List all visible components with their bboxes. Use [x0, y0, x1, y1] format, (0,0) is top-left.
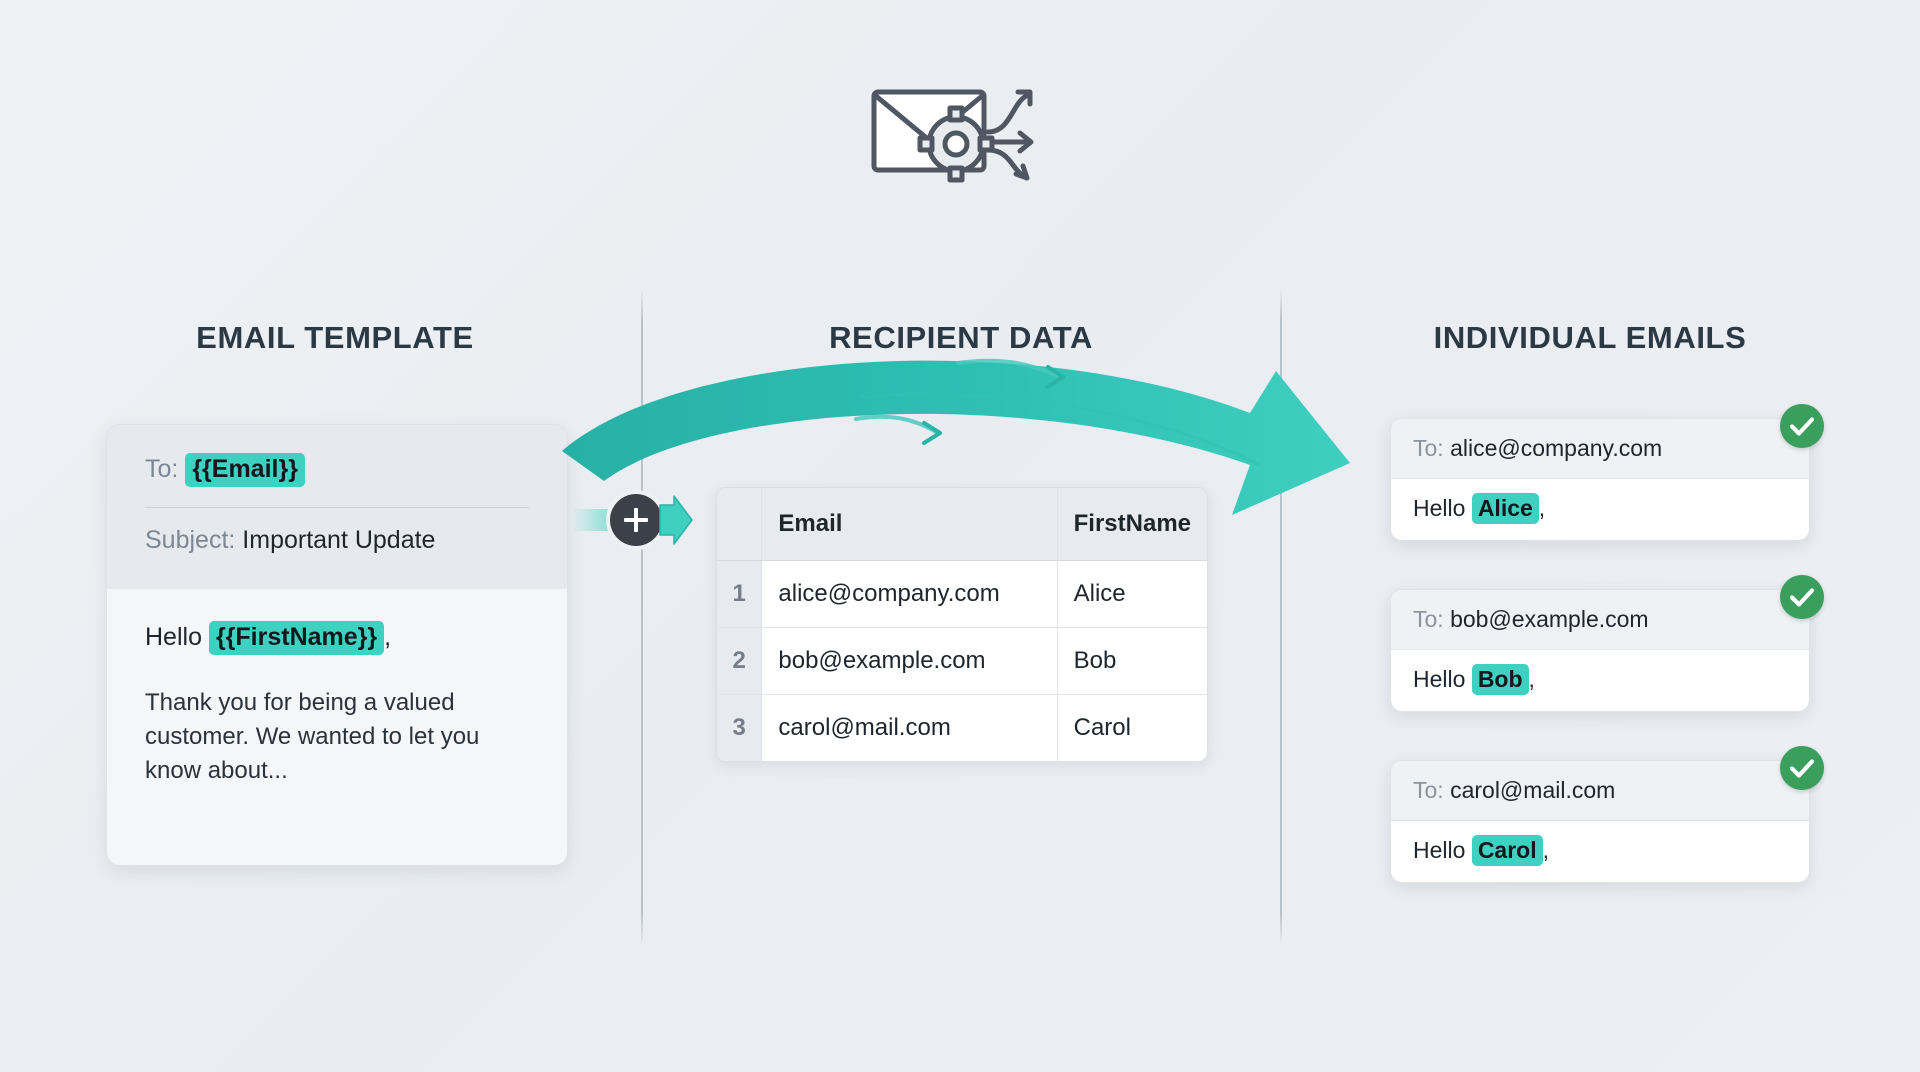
email-greeting-row: Hello Bob,: [1391, 650, 1809, 711]
email-greeting-prefix: Hello: [1413, 837, 1466, 863]
sent-check-icon: [1780, 746, 1824, 790]
email-to-row: To: bob@example.com: [1391, 590, 1809, 650]
email-greeting-row: Hello Carol,: [1391, 821, 1809, 882]
page-title-recipient-data: RECIPIENT DATA: [829, 320, 1093, 355]
row-number: 2: [717, 627, 763, 695]
column-divider-right: [1280, 288, 1282, 946]
cell-email: alice@company.com: [761, 560, 1058, 628]
email-greeting-name: Bob: [1471, 664, 1529, 695]
cell-email: bob@example.com: [761, 627, 1058, 695]
sent-check-icon: [1780, 404, 1824, 448]
cell-email: carol@mail.com: [761, 694, 1058, 761]
email-template-card: To: {{Email}} Subject: Important Update …: [106, 424, 568, 866]
email-greeting-prefix: Hello: [1413, 495, 1466, 521]
email-to-label: To:: [1413, 606, 1444, 632]
individual-email-card[interactable]: To: carol@mail.com Hello Carol,: [1390, 760, 1810, 883]
page-title-email-template: EMAIL TEMPLATE: [196, 320, 474, 355]
email-to-label: To:: [1413, 777, 1444, 803]
table-column-header-email: Email: [761, 488, 1058, 561]
table-row[interactable]: 1 alice@company.com Alice: [717, 560, 1207, 628]
email-to-label: To:: [1413, 435, 1444, 461]
template-card-header: To: {{Email}} Subject: Important Update: [107, 425, 567, 589]
template-greeting-suffix: ,: [384, 623, 392, 651]
email-greeting-suffix: ,: [1542, 837, 1549, 863]
table-row[interactable]: 3 carol@mail.com Carol: [717, 694, 1207, 761]
envelope-gear-arrows-icon: [860, 70, 1060, 190]
sent-check-icon: [1780, 575, 1824, 619]
template-to-label: To:: [145, 455, 179, 483]
cell-firstname: Bob: [1057, 627, 1207, 695]
row-number: 1: [717, 560, 763, 628]
template-greeting-variable: {{FirstName}}: [208, 621, 385, 655]
template-to-variable: {{Email}}: [185, 453, 305, 487]
table-column-header-firstname: FirstName: [1057, 488, 1207, 561]
email-to-value: bob@example.com: [1450, 606, 1649, 632]
template-subject-label: Subject:: [145, 525, 236, 554]
individual-email-card[interactable]: To: alice@company.com Hello Alice,: [1390, 418, 1810, 541]
merge-connector: [574, 492, 694, 548]
table-row[interactable]: 2 bob@example.com Bob: [717, 627, 1207, 695]
email-to-value: alice@company.com: [1450, 435, 1663, 461]
template-greeting-row: Hello {{FirstName}},: [145, 621, 529, 655]
column-divider-left: [641, 288, 643, 946]
template-to-row: To: {{Email}}: [145, 451, 529, 489]
template-subject-row: Subject: Important Update: [145, 522, 529, 584]
row-number: 3: [717, 694, 763, 761]
email-to-row: To: alice@company.com: [1391, 419, 1809, 479]
individual-email-card[interactable]: To: bob@example.com Hello Bob,: [1390, 589, 1810, 712]
template-card-body: Hello {{FirstName}}, Thank you for being…: [107, 589, 567, 788]
plus-icon[interactable]: [610, 494, 662, 546]
template-greeting-prefix: Hello: [145, 623, 202, 651]
table-header-row: Email FirstName: [717, 488, 1207, 561]
template-header-divider: [145, 506, 529, 508]
page-title-individual-emails: INDIVIDUAL EMAILS: [1433, 320, 1747, 355]
email-greeting-prefix: Hello: [1413, 666, 1466, 692]
email-greeting-name: Carol: [1471, 835, 1543, 866]
template-subject-value: Important Update: [242, 525, 436, 554]
email-greeting-name: Alice: [1471, 493, 1539, 524]
template-body-paragraph: Thank you for being a valued customer. W…: [145, 689, 480, 785]
arrow-right-icon: [658, 492, 694, 548]
email-greeting-row: Hello Alice,: [1391, 479, 1809, 540]
cell-firstname: Carol: [1057, 694, 1207, 761]
email-greeting-suffix: ,: [1538, 495, 1546, 521]
email-to-row: To: carol@mail.com: [1391, 761, 1809, 821]
cell-firstname: Alice: [1057, 560, 1207, 628]
email-greeting-suffix: ,: [1528, 666, 1535, 692]
table-gutter-header: [717, 488, 763, 561]
recipient-data-table: Email FirstName 1 alice@company.com Alic…: [716, 487, 1208, 762]
email-to-value: carol@mail.com: [1450, 777, 1616, 803]
